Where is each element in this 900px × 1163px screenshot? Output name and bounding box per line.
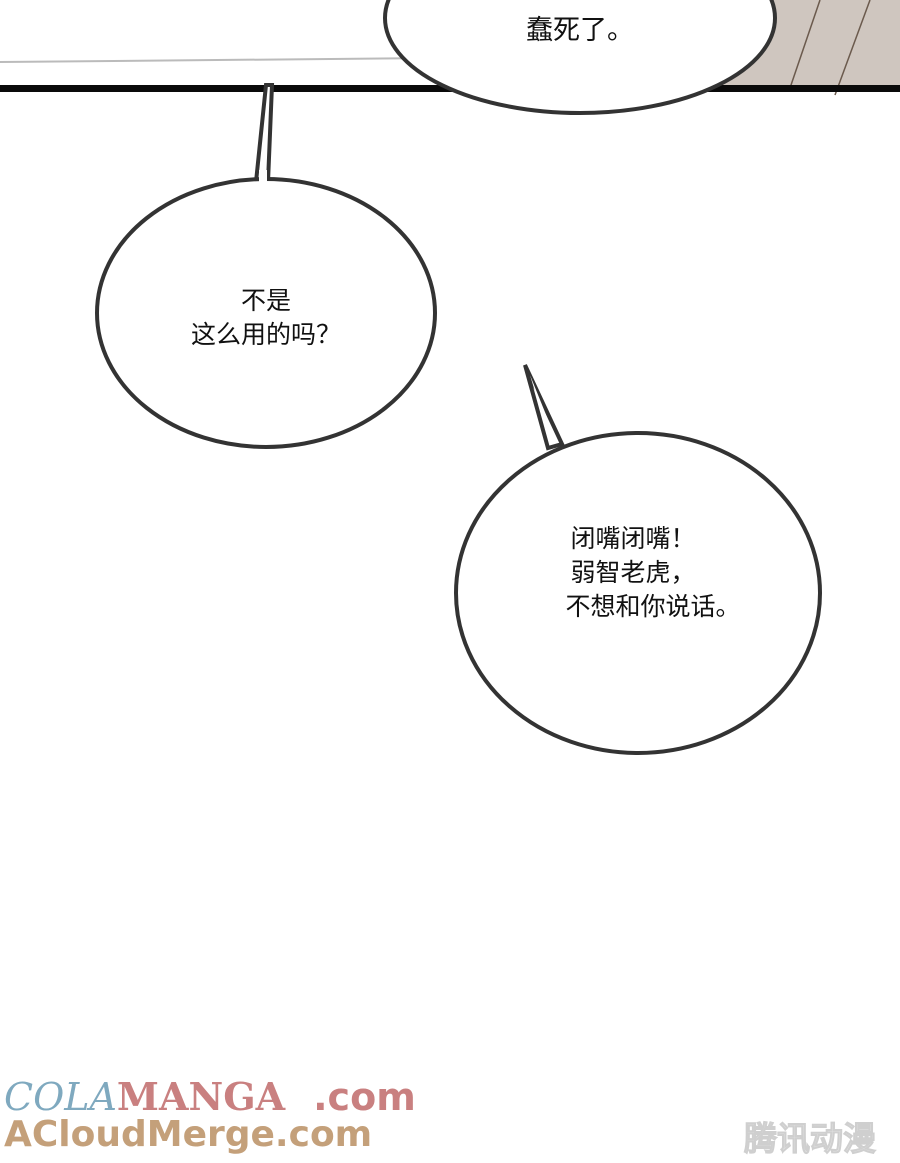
bubble-text-2: 闭嘴闭嘴！ 弱智老虎， 不想和你说话。 [488,522,818,624]
watermark-colamanga: COLAMANGA.com [4,1074,416,1119]
bubble-tail [523,364,565,451]
text-line: 不想和你说话。 [565,592,741,621]
text-line: 这么用的吗？ [190,320,341,349]
bubble-tail [253,83,275,184]
bubble-text-1: 不是这么用的吗？ [116,284,416,352]
bubble-text-top: 蠢死了。 [526,15,634,46]
text-line: 弱智老虎， [570,558,696,587]
text-line: 闭嘴闭嘴！ [570,524,696,553]
speech-bubble-top [383,0,777,115]
watermark-acloudmerge: ACloudMerge.com [4,1114,373,1155]
text-line: 不是 [240,286,291,315]
watermark-tencent: 腾讯动漫 [744,1119,877,1159]
panel-line [0,57,441,63]
speech-bubble-2 [454,431,822,755]
